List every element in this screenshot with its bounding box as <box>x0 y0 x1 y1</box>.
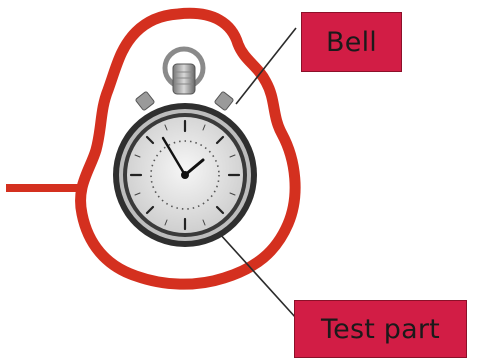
stopwatch-right-button <box>214 91 234 111</box>
test-part-callout: Test part <box>294 300 467 358</box>
bell-label: Bell <box>326 27 377 58</box>
stopwatch-left-button <box>135 91 155 111</box>
stopwatch-icon <box>113 49 257 247</box>
test-part-label: Test part <box>321 314 440 345</box>
stopwatch-center-pin <box>181 171 189 179</box>
bell-callout: Bell <box>301 12 402 72</box>
stopwatch-crown <box>173 64 195 94</box>
